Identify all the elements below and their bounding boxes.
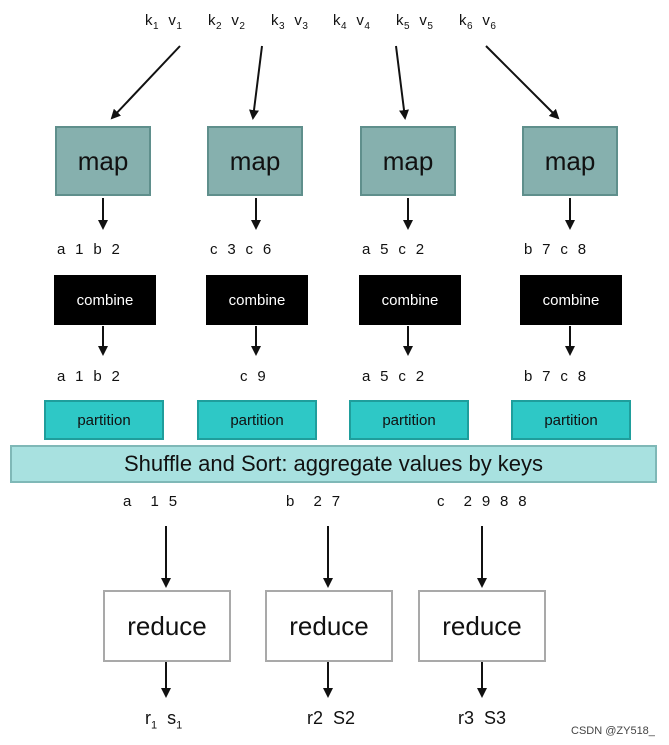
map-output-3: a 5 c 2 [362, 241, 425, 258]
partition-box-3: partition [349, 400, 469, 440]
arrow-input-map-2 [249, 45, 263, 120]
partition-box-2: partition [197, 400, 317, 440]
combine-box-1: combine [54, 275, 156, 325]
csdn-watermark: CSDN @ZY518_ [571, 725, 655, 737]
input-pair-1: k1 v1 [145, 12, 183, 32]
combine-output-1: a 1 b 2 [57, 368, 121, 385]
reduce-box-2: reduce [265, 590, 393, 662]
combine-box-2: combine [206, 275, 308, 325]
reduce-output-1: r1 s1 [145, 708, 183, 732]
reduce-output-3: r3 S3 [458, 708, 507, 728]
reduce-box-1: reduce [103, 590, 231, 662]
combine-box-4: combine [520, 275, 622, 325]
input-pair-2: k2 v2 [208, 12, 246, 32]
grouped-a: a 1 5 [123, 493, 178, 510]
partition-box-4: partition [511, 400, 631, 440]
shuffle-label: Shuffle and Sort: aggregate values by ke… [123, 451, 544, 476]
shuffle-and-sort-bar: Shuffle and Sort: aggregate values by ke… [10, 445, 657, 483]
arrow-input-map-1 [110, 45, 181, 120]
input-pair-5: k5 v5 [396, 12, 434, 32]
map-box-4: map [522, 126, 618, 196]
grouped-b: b 2 7 [286, 493, 341, 510]
map-output-2: c 3 c 6 [210, 241, 272, 258]
combine-box-3: combine [359, 275, 461, 325]
combine-output-4: b 7 c 8 [524, 368, 587, 385]
grouped-c: c 2 9 8 8 [437, 493, 528, 510]
input-pair-3: k3 v3 [271, 12, 309, 32]
map-box-1: map [55, 126, 151, 196]
arrow-input-map-3 [395, 45, 409, 120]
map-output-1: a 1 b 2 [57, 241, 121, 258]
map-output-4: b 7 c 8 [524, 241, 587, 258]
map-box-3: map [360, 126, 456, 196]
input-pair-4: k4 v4 [333, 12, 371, 32]
reduce-output-2: r2 S2 [307, 708, 356, 728]
input-pair-6: k6 v6 [459, 12, 497, 32]
map-box-2: map [207, 126, 303, 196]
reduce-box-3: reduce [418, 590, 546, 662]
partition-box-1: partition [44, 400, 164, 440]
arrow-input-map-4 [485, 45, 560, 120]
combine-output-3: a 5 c 2 [362, 368, 425, 385]
combine-output-2: c 9 [240, 368, 267, 385]
